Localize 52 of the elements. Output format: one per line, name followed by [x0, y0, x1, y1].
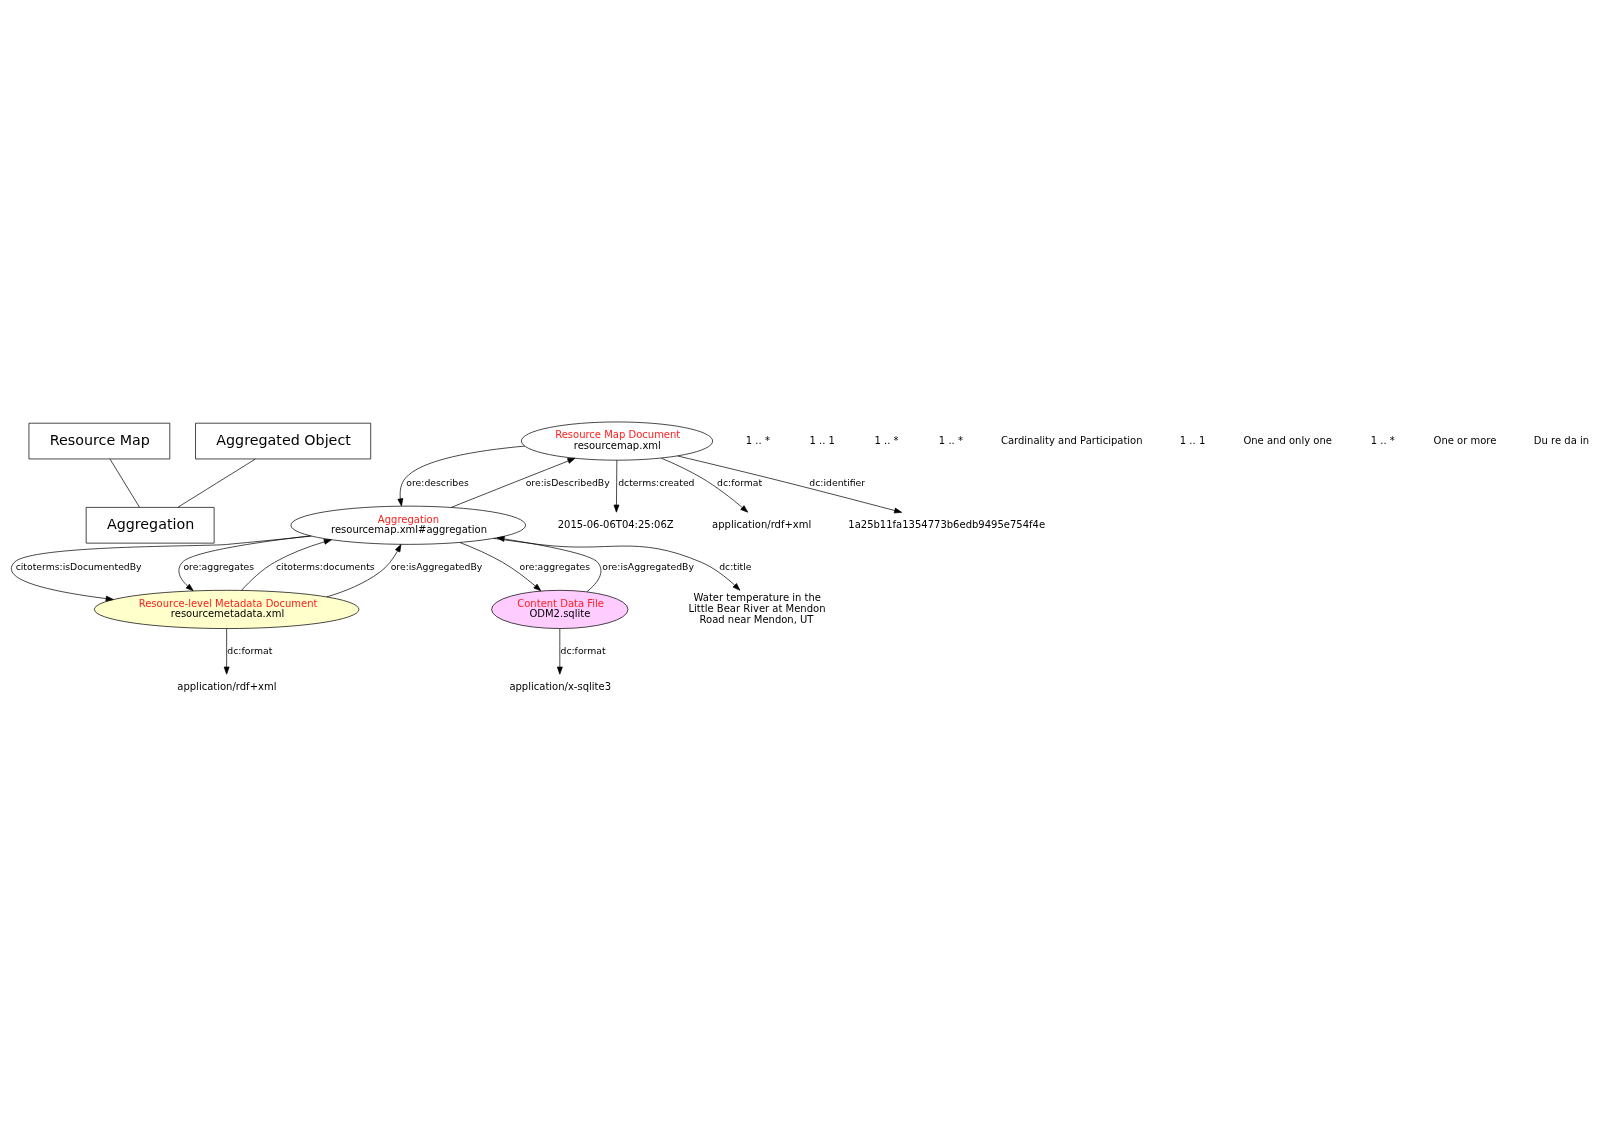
- node-text: application/x-sqlite3: [509, 680, 612, 692]
- node-text: application/rdf+xml: [712, 518, 812, 530]
- arrow: [496, 536, 602, 593]
- label: 1 .. *: [938, 434, 963, 446]
- connector: [109, 458, 140, 508]
- node-box: Aggregation: [85, 507, 215, 544]
- node-text: Water temperature in the Little Bear River at Mendon Road near Mendon, UT: [688, 592, 826, 625]
- label: Du re da in: [1533, 434, 1590, 446]
- arrow: [661, 457, 749, 513]
- node-text: 2015-06-06T04:25:06Z: [557, 518, 674, 530]
- edge-label: ore:isAggregatedBy: [602, 560, 694, 572]
- arrow: [556, 628, 563, 675]
- node-box: Aggregated Object: [195, 422, 372, 460]
- arrow: [11, 535, 312, 602]
- edge-label: dc:format: [717, 476, 763, 488]
- edge-label: citoterms:isDocumentedBy: [15, 560, 142, 572]
- arrow: [451, 457, 576, 508]
- edge-label: dcterms:created: [618, 476, 695, 488]
- edge-label: ore:aggregates: [519, 560, 591, 572]
- edge-label: ore:aggregates: [183, 560, 255, 572]
- node-text: application/rdf+xml: [177, 680, 277, 692]
- arrow: [397, 445, 526, 507]
- edge-label: dc:format: [560, 644, 606, 656]
- node-ellipse: Resource Map Document resourcemap.xml: [521, 421, 714, 461]
- label: 1 .. 1: [1179, 434, 1206, 446]
- edge-label: dc:title: [719, 560, 752, 572]
- label: 1 .. *: [745, 434, 770, 446]
- arrow: [223, 628, 230, 675]
- label: One and only one: [1243, 434, 1332, 446]
- edge-label: dc:format: [227, 644, 273, 656]
- label: One or more: [1433, 434, 1497, 446]
- node-ellipse: Resource-level Metadata Document resourcemetadata.xml: [94, 589, 360, 629]
- connector: [177, 458, 256, 508]
- edge-label: dc:identifier: [809, 476, 866, 488]
- label: Cardinality and Participation: [1000, 434, 1143, 446]
- arrow: [326, 544, 402, 598]
- arrow: [241, 539, 332, 591]
- arrow: [459, 542, 542, 592]
- edge-label: ore:isAggregatedBy: [390, 560, 483, 572]
- node-ellipse: Content Data File ODM2.sqlite: [491, 589, 629, 629]
- edge-label: citoterms:documents: [275, 560, 375, 572]
- arrow: [178, 535, 311, 591]
- label: 1 .. 1: [809, 434, 835, 446]
- node-box: Resource Map: [28, 422, 171, 460]
- arrow: [613, 460, 620, 513]
- arrow: [677, 455, 902, 514]
- edge-label: ore:isDescribedBy: [525, 476, 610, 488]
- node-text: 1a25b11fa1354773b6edb9495e754f4e: [848, 518, 1046, 530]
- arrow: [493, 538, 741, 591]
- label: 1 .. *: [874, 434, 899, 446]
- label: 1 .. *: [1370, 434, 1395, 446]
- edge-label: ore:describes: [406, 476, 469, 488]
